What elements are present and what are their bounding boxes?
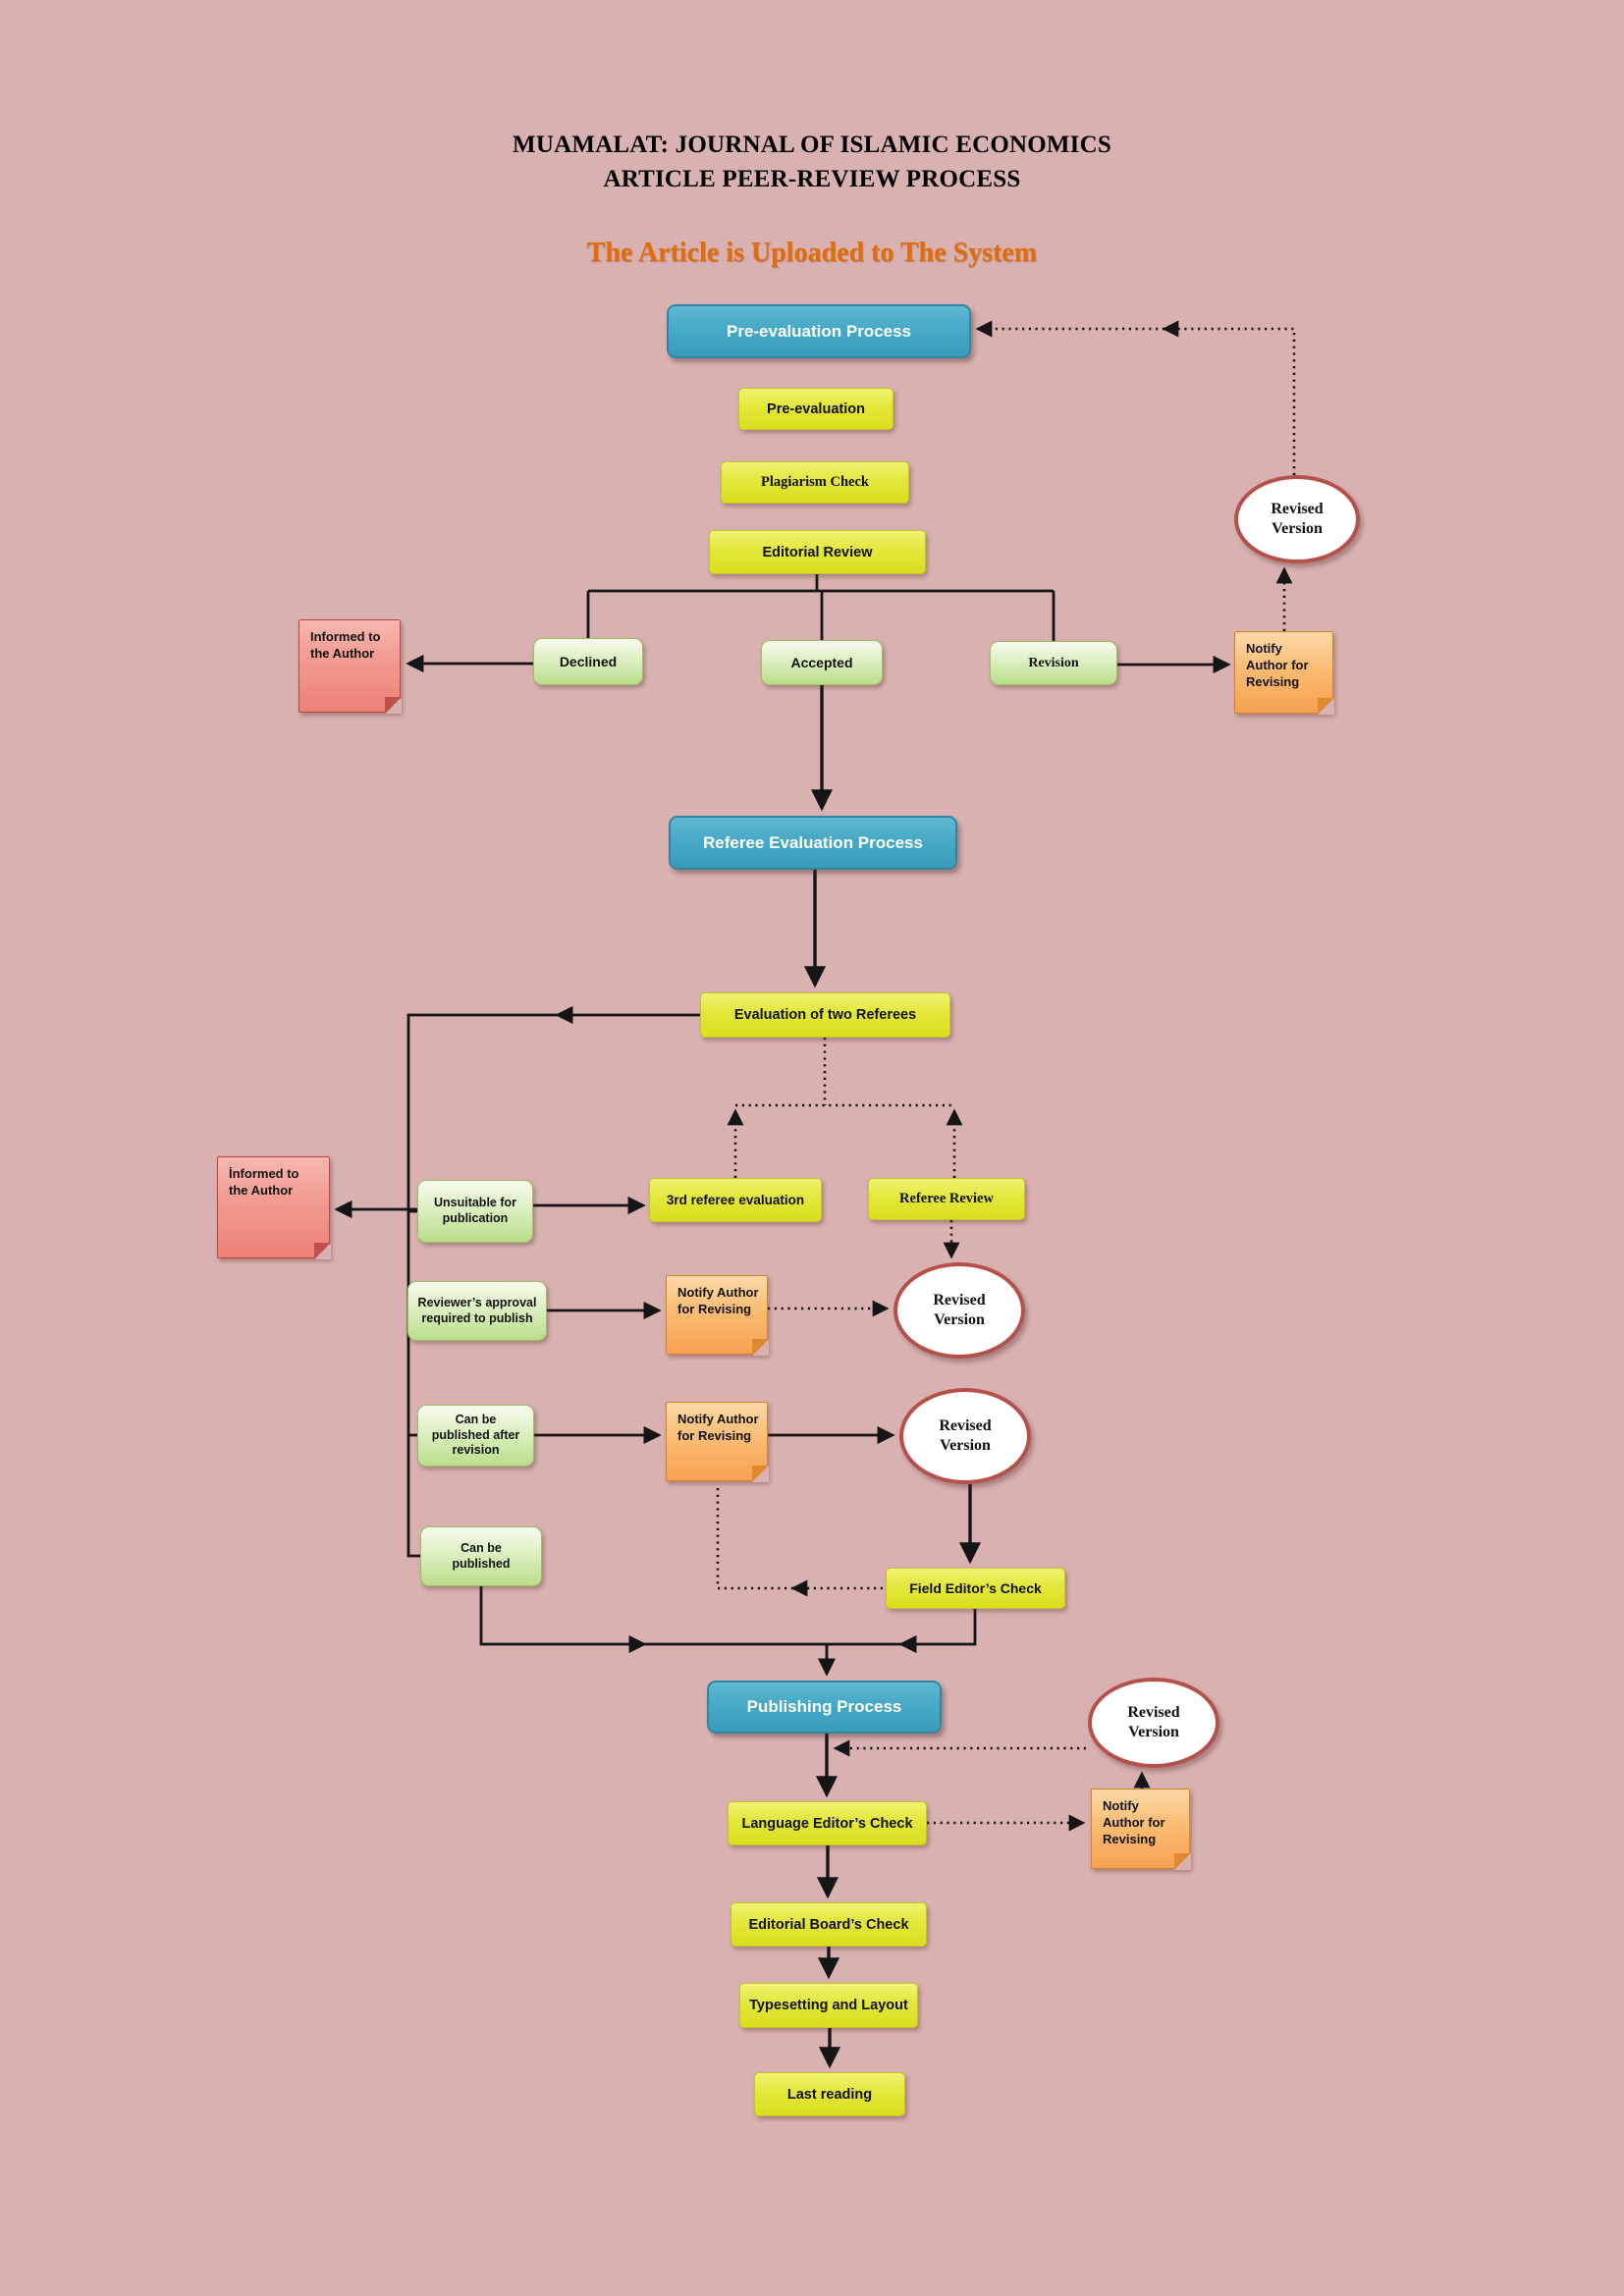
node-typesetting-and-layout: Typesetting and Layout [739, 1983, 918, 2028]
node-3rd-referee-evaluation: 3rd referee evaluation [649, 1178, 822, 1222]
node-declined: Declined [533, 638, 643, 685]
ellipse-revised-version-2: Revised Version [893, 1262, 1025, 1359]
note-informed-to-the-author-1: Informed to the Author [298, 619, 402, 714]
node-field-editors-check: Field Editor’s Check [886, 1568, 1065, 1609]
node-can-be-published-after-revision: Can be published after revision [417, 1405, 534, 1467]
node-plagiarism-check: Plagiarism Check [721, 461, 909, 504]
diagram-subtitle: The Article is Uploaded to The System [586, 238, 1038, 268]
note-notify-author-for-revising-1: Notify Author for Revising [1234, 631, 1334, 715]
node-referee-review: Referee Review [868, 1178, 1025, 1220]
solid-connectors [334, 574, 1231, 2069]
node-referee-evaluation-process: Referee Evaluation Process [669, 816, 957, 870]
node-editorial-review: Editorial Review [709, 530, 926, 574]
diagram-title-line1: MUAMALAT: JOURNAL OF ISLAMIC ECONOMICS [513, 132, 1111, 158]
node-last-reading: Last reading [754, 2072, 905, 2116]
diagram-title-line2: ARTICLE PEER-REVIEW PROCESS [603, 166, 1021, 192]
ellipse-revised-version-3: Revised Version [899, 1388, 1031, 1484]
node-publishing-process: Publishing Process [707, 1681, 942, 1734]
ellipse-revised-version-1: Revised Version [1234, 475, 1360, 563]
node-can-be-published: Can be published [420, 1526, 542, 1586]
node-reviewers-approval-required-to-publish: Reviewer’s approval required to publish [407, 1281, 547, 1341]
node-pre-evaluation-process: Pre-evaluation Process [667, 304, 971, 358]
ellipse-revised-version-4: Revised Version [1088, 1678, 1219, 1768]
node-pre-evaluation: Pre-evaluation [738, 388, 893, 430]
diagram-title: MUAMALAT: JOURNAL OF ISLAMIC ECONOMICS A… [0, 128, 1624, 196]
node-unsuitable-for-publication: Unsuitable for publication [417, 1180, 533, 1243]
note-notify-author-for-revising-2: Notify Author for Revising [666, 1275, 769, 1356]
node-language-editors-check: Language Editor’s Check [728, 1801, 927, 1845]
node-accepted: Accepted [761, 640, 883, 685]
node-revision: Revision [990, 641, 1117, 685]
dotted-connectors [716, 320, 1296, 1832]
note-notify-author-for-revising-4: Notify Author for Revising [1091, 1789, 1191, 1870]
node-editorial-boards-check: Editorial Board’s Check [731, 1902, 927, 1947]
note-notify-author-for-revising-3: Notify Author for Revising [666, 1402, 769, 1482]
node-evaluation-of-two-referees: Evaluation of two Referees [700, 992, 950, 1038]
note-informed-to-the-author-2: İnformed to the Author [217, 1156, 331, 1259]
